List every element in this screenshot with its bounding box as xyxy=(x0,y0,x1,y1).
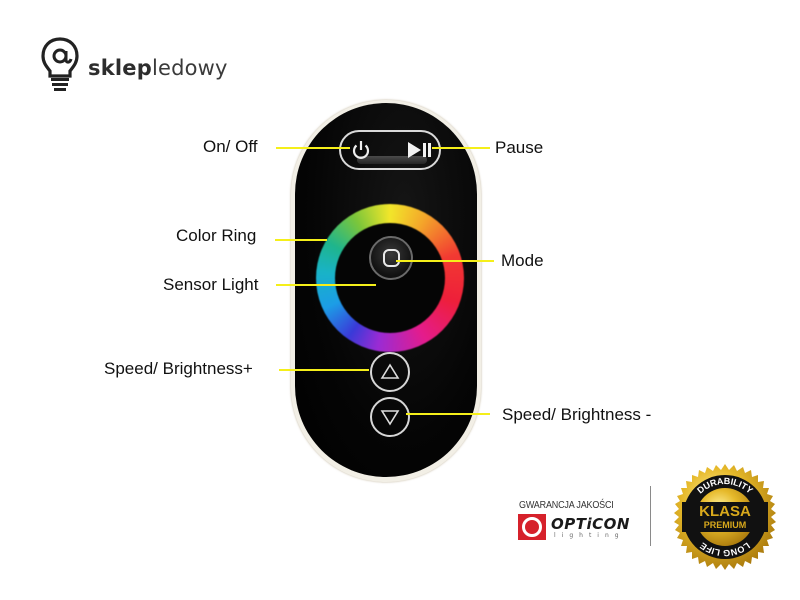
svg-text:PREMIUM: PREMIUM xyxy=(704,520,747,530)
opticon-logo: OPTiCON lighting xyxy=(518,514,630,542)
power-icon[interactable] xyxy=(349,138,373,162)
callout-line-pause xyxy=(432,147,490,149)
triangle-down-icon xyxy=(380,410,400,426)
play-pause-icon[interactable] xyxy=(407,140,433,160)
mode-button[interactable] xyxy=(369,236,413,280)
callout-line-mode xyxy=(396,260,494,262)
callout-line-on-off xyxy=(276,147,350,149)
label-speed-down: Speed/ Brightness - xyxy=(502,405,652,424)
label-pause: Pause xyxy=(495,138,544,157)
brightness-up-button[interactable] xyxy=(370,352,410,392)
panel-shine xyxy=(357,156,427,164)
opticon-name: OPTiCON xyxy=(551,515,630,533)
badge-divider xyxy=(650,486,651,546)
logo-text: sklepledowy xyxy=(88,56,228,80)
sklepledowy-logo: sklepledowy xyxy=(40,36,230,98)
label-mode: Mode xyxy=(501,251,544,270)
remote-face xyxy=(295,103,477,477)
triangle-up-icon xyxy=(380,363,400,379)
klasa-premium-seal-icon: KLASA PREMIUM DURABILITY LONG LIFE xyxy=(674,464,776,570)
rgb-touch-remote xyxy=(291,100,481,482)
svg-text:KLASA: KLASA xyxy=(699,503,751,520)
callout-line-speed-down xyxy=(406,413,490,415)
top-button-panel xyxy=(339,130,441,170)
brightness-down-button[interactable] xyxy=(370,397,410,437)
at-sign-lightbulb-icon xyxy=(41,37,79,91)
guarantee-label: GWARANCJA JAKOŚCI xyxy=(519,500,614,511)
label-speed-up: Speed/ Brightness+ xyxy=(104,359,253,378)
opticon-mark-icon xyxy=(518,514,546,540)
opticon-sub: lighting xyxy=(554,532,625,539)
mode-square-icon xyxy=(383,249,400,267)
label-on-off: On/ Off xyxy=(203,137,258,156)
callout-line-color-ring xyxy=(275,239,327,241)
callout-line-speed-up xyxy=(279,369,369,371)
callout-line-sensor-light xyxy=(276,284,376,286)
label-color-ring: Color Ring xyxy=(176,226,257,245)
label-sensor-light: Sensor Light xyxy=(163,275,259,294)
